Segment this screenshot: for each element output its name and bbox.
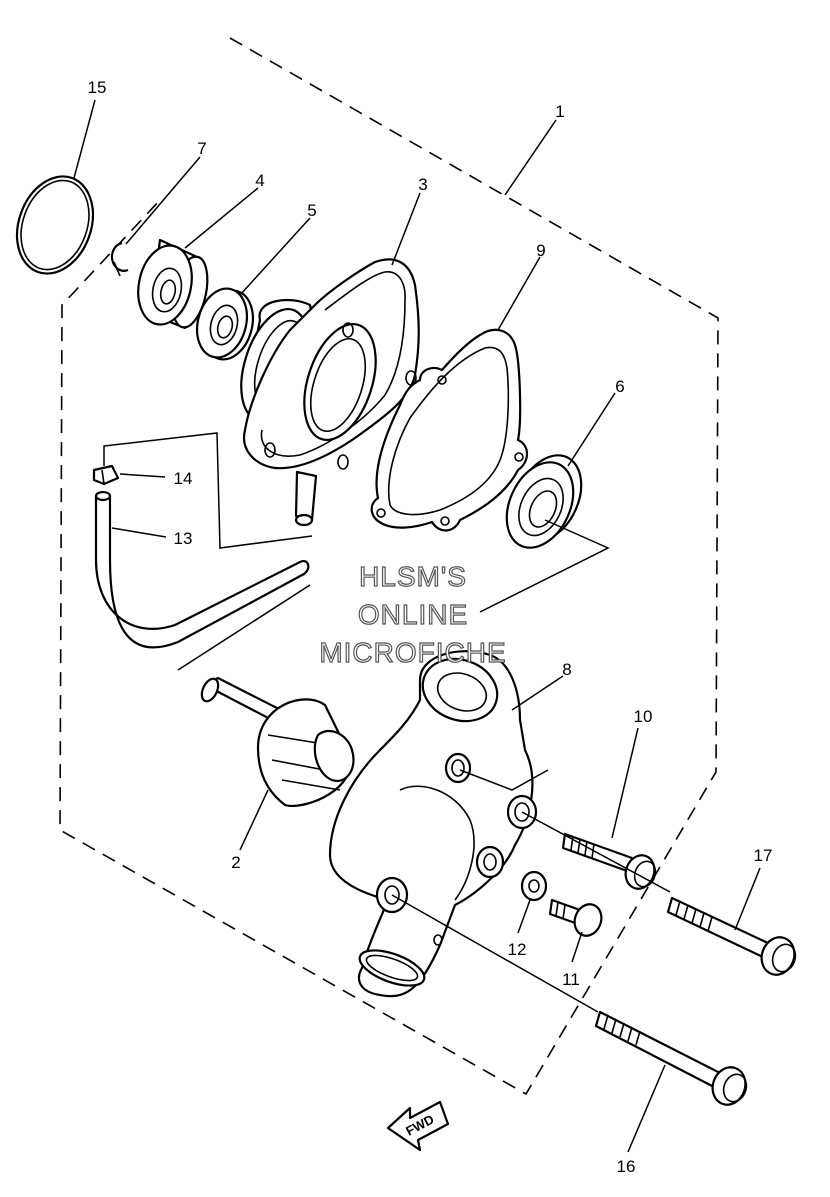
leader-15 [73, 99, 96, 179]
leader-14 [119, 473, 166, 478]
part-16-bolt[interactable] [594, 1010, 751, 1109]
leader-3 [391, 192, 421, 266]
label-part-11: 11 [562, 970, 580, 989]
assembly-boundary [59, 37, 719, 1096]
label-part-17: 17 [754, 846, 773, 865]
watermark-line-2: ONLINE [358, 599, 468, 630]
label-part-4: 4 [255, 171, 264, 190]
hose-routing-line [103, 432, 313, 549]
label-part-8: 8 [562, 660, 571, 679]
label-part-15: 15 [88, 78, 107, 97]
label-part-3: 3 [418, 175, 427, 194]
leader-5 [239, 217, 311, 296]
leader-10 [611, 727, 639, 839]
bolt-10-alignment-line [459, 769, 549, 791]
label-part-14: 14 [174, 469, 193, 488]
bolt-17-alignment-line [521, 811, 671, 893]
part-8-pump-body[interactable] [328, 649, 538, 998]
leader-13 [111, 527, 167, 538]
label-part-13: 13 [174, 529, 193, 548]
label-part-16: 16 [617, 1157, 636, 1176]
part-10-bolt[interactable] [561, 832, 659, 893]
part-2-impeller[interactable] [199, 676, 355, 807]
label-part-5: 5 [307, 201, 316, 220]
part-14-hose-clamp[interactable] [92, 464, 120, 486]
part-11-bolt[interactable] [548, 898, 606, 939]
label-part-1: 1 [555, 102, 564, 121]
part-5-oil-seal[interactable] [190, 283, 260, 365]
part-7-circlip[interactable] [110, 241, 129, 277]
leader-2 [239, 789, 269, 851]
label-part-9: 9 [536, 241, 545, 260]
part-12-washer[interactable] [520, 870, 548, 902]
label-part-6: 6 [615, 377, 624, 396]
leader-4 [184, 187, 259, 249]
leader-6 [567, 392, 616, 467]
bolt-16-alignment-line [391, 894, 599, 1013]
leader-7 [125, 156, 201, 245]
watermark-line-3: MICROFICHE [319, 637, 506, 668]
part-9-gasket[interactable] [370, 328, 529, 532]
label-part-2: 2 [231, 853, 240, 872]
forward-direction-arrow: FWD [386, 1100, 450, 1152]
label-part-7: 7 [197, 139, 206, 158]
label-part-10: 10 [634, 707, 653, 726]
leader-17 [734, 867, 761, 931]
part-15-o-ring[interactable] [4, 166, 106, 285]
watermark-line-1: HLSM'S [359, 561, 467, 592]
leader-8 [511, 675, 564, 711]
part-6-bearing[interactable] [494, 445, 594, 559]
part-13-hose[interactable] [94, 490, 310, 649]
leader-1 [504, 119, 557, 196]
impeller-alignment-line [177, 584, 311, 671]
leader-16 [627, 1064, 666, 1153]
leader-12 [517, 899, 531, 934]
leader-9 [497, 256, 541, 331]
label-part-12: 12 [508, 940, 527, 959]
part-17-bolt[interactable] [666, 896, 800, 979]
shaft-alignment-line [479, 519, 610, 613]
leader-11 [571, 931, 583, 963]
part-4-bearing[interactable] [131, 238, 213, 331]
part-3-housing-cover[interactable] [229, 258, 420, 527]
